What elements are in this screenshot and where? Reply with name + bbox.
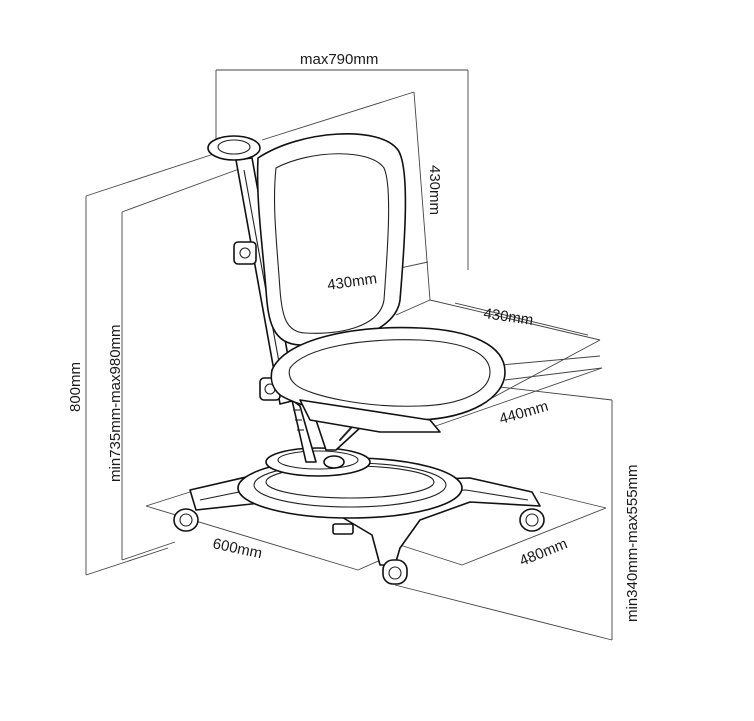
label-total-height: 800mm [67, 362, 84, 412]
backrest [256, 133, 407, 346]
seat [270, 326, 506, 433]
top-ring-handle [207, 135, 261, 161]
label-back-width: 430mm [326, 270, 378, 294]
label-top-width: max790mm [300, 51, 378, 68]
caster-right [519, 508, 545, 532]
label-back-height: 430mm [426, 165, 443, 215]
dimension-lines [85, 69, 613, 641]
caster-wheels [173, 508, 545, 585]
label-seat-height: min340mm-max555mm [624, 464, 641, 622]
chair-base [189, 447, 541, 566]
caster-front [382, 559, 408, 585]
chair-illustration [173, 133, 545, 585]
label-seat-depth: 440mm [497, 398, 550, 428]
label-seat-width: 430mm [482, 305, 534, 329]
label-back-top-height: min735mm-max980mm [107, 324, 124, 482]
caster-left [173, 508, 199, 532]
adjustment-knob-upper [233, 241, 257, 265]
